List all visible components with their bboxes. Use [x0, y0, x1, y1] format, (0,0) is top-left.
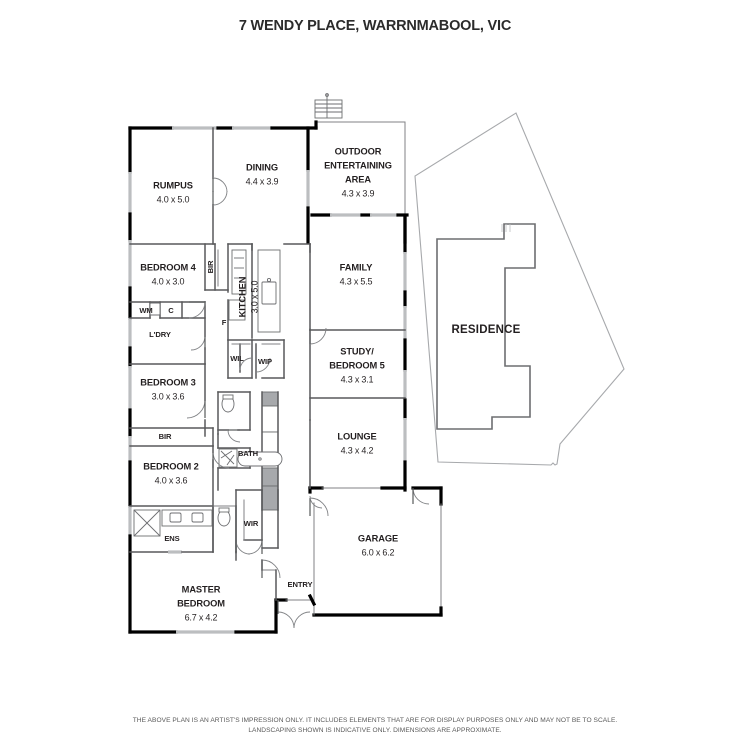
label-bir-top: BIR: [206, 260, 215, 273]
room-label-dining: DINING: [246, 162, 278, 172]
room-label-study-1: STUDY/: [340, 346, 374, 356]
page-title: 7 WENDY PLACE, WARRNMABOOL, VIC: [238, 18, 512, 34]
wir-robe-panel: [261, 485, 279, 511]
room-label-study-2: BEDROOM 5: [329, 360, 384, 370]
door-swings: [186, 177, 430, 629]
room-label-master-1: MASTER: [182, 584, 221, 594]
bathtub-plug: [258, 457, 262, 461]
label-fridge: F: [222, 318, 227, 327]
bath-vanity-mid: [261, 405, 279, 433]
exterior-walls: [128, 120, 443, 634]
room-dim-kitchen: 3.0 x 5.0: [249, 280, 259, 313]
disclaimer-line-2: LANDSCAPING SHOWN IS INDICATIVE ONLY. DI…: [248, 726, 502, 734]
label-bath: BATH: [238, 449, 258, 458]
bath-vanity-top: [261, 391, 279, 407]
label-wir: WIR: [244, 519, 259, 528]
room-label-garage: GARAGE: [358, 533, 398, 543]
room-label-bedroom3: BEDROOM 3: [140, 377, 195, 387]
ens-basin-2: [191, 512, 204, 523]
room-dim-rumpus: 4.0 x 5.0: [157, 194, 190, 204]
label-bir-mid: BIR: [159, 432, 172, 441]
residence-roof-detail: [501, 224, 511, 232]
label-wip: WIP: [258, 357, 272, 366]
label-cupboard: C: [168, 306, 174, 315]
label-ens: ENS: [164, 534, 179, 543]
label-wil: WIL: [230, 354, 244, 363]
ens-basin-1: [169, 512, 182, 523]
bathtub: [237, 451, 283, 467]
room-label-outdoor-1: OUTDOOR: [335, 146, 382, 156]
fridge-unit: [228, 299, 246, 321]
kitchen-sink: [261, 281, 277, 305]
room-dim-family: 4.3 x 5.5: [340, 276, 373, 286]
room-label-rumpus: RUMPUS: [153, 180, 193, 190]
fixtures: [133, 93, 343, 537]
laundry-trough: [149, 302, 161, 316]
residence-footprint: [436, 223, 536, 430]
room-dim-master: 6.7 x 4.2: [185, 612, 218, 622]
label-entry: ENTRY: [288, 580, 313, 589]
room-dim-bedroom3: 3.0 x 3.6: [152, 391, 185, 401]
label-laundry: L'DRY: [149, 330, 171, 339]
room-label-lounge: LOUNGE: [337, 431, 376, 441]
room-dim-garage: 6.0 x 6.2: [362, 547, 395, 557]
ens-cistern: [218, 507, 230, 513]
disclaimer-line-1: THE ABOVE PLAN IS AN ARTIST'S IMPRESSION…: [132, 716, 618, 724]
disclaimer-note: THE ABOVE PLAN IS AN ARTIST'S IMPRESSION…: [0, 716, 750, 736]
room-label-outdoor-2: ENTERTAINING: [324, 160, 392, 170]
room-label-bedroom4: BEDROOM 4: [140, 262, 196, 272]
ens-vanity: [161, 509, 213, 527]
room-label-bedroom2: BEDROOM 2: [143, 461, 198, 471]
room-label-kitchen: KITCHEN: [237, 276, 247, 317]
kitchen-tap: [266, 277, 272, 283]
room-label-outdoor-3: AREA: [345, 174, 371, 184]
bath-cistern: [222, 394, 234, 400]
site-plan-group: RESIDENCE: [414, 112, 625, 466]
room-labels: RUMPUS 4.0 x 5.0 DINING 4.4 x 3.9 OUTDOO…: [140, 146, 398, 622]
label-wm: WM: [139, 306, 152, 315]
utility-labels: BIR BIR WM C L'DRY F WIL WIP BATH WIR EN…: [139, 260, 312, 589]
room-dim-bedroom4: 4.0 x 3.0: [152, 276, 185, 286]
bath-vanity-bottom: [261, 467, 279, 487]
room-dim-outdoor: 4.3 x 3.9: [342, 188, 375, 198]
room-dim-study: 4.3 x 3.1: [341, 374, 374, 384]
room-dim-bedroom2: 4.0 x 3.6: [155, 475, 188, 485]
room-dim-dining: 4.4 x 3.9: [246, 176, 279, 186]
room-dim-lounge: 4.3 x 4.2: [341, 445, 374, 455]
outdoor-steps: [314, 93, 343, 119]
site-residence-label: RESIDENCE: [452, 324, 521, 336]
room-label-family: FAMILY: [340, 262, 374, 272]
room-label-master-2: BEDROOM: [177, 598, 225, 608]
kitchen-bench: [231, 249, 247, 295]
